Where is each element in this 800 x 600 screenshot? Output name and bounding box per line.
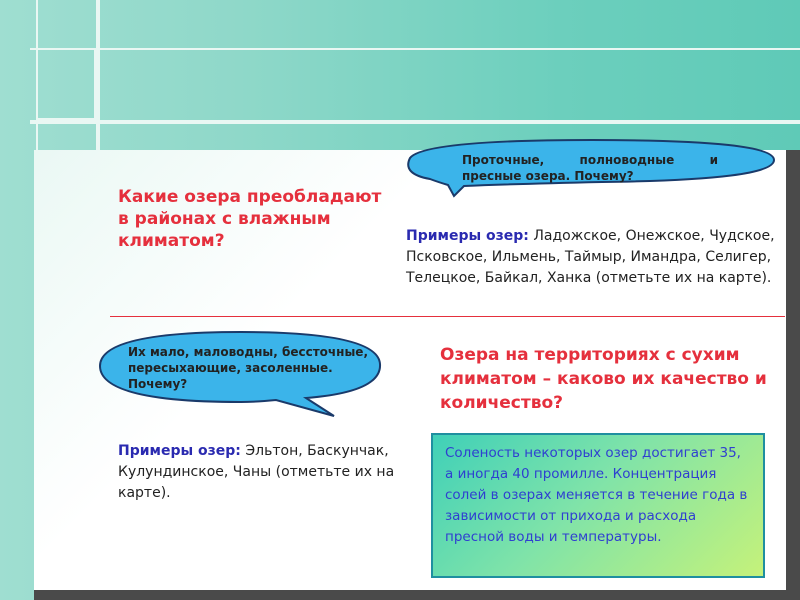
panel-shadow (34, 590, 800, 600)
examples-wet: Примеры озер: Ладожское, Онежское, Чудск… (406, 226, 778, 289)
salinity-info-box: Соленость некоторых озер достигает 35, а… (431, 433, 765, 578)
salinity-text: Соленость некоторых озер достигает 35, а… (445, 445, 748, 545)
bubble-text: Проточные, полноводные и пресные озера. … (462, 153, 718, 183)
bubble-text: Их мало, маловодны, бессточные, пересыха… (128, 345, 369, 391)
examples-list: Эльтон, Баскунчак, Кулундинское, Чаны (о… (118, 443, 395, 501)
examples-label: Примеры озер: (118, 443, 241, 459)
bubble-shape (407, 138, 776, 198)
examples-dry: Примеры озер: Эльтон, Баскунчак, Кулунди… (118, 441, 418, 504)
speech-bubble-dry: Их мало, маловодны, бессточные, пересыха… (96, 326, 386, 418)
decor-box (36, 48, 96, 120)
decor-line (30, 120, 800, 124)
bubble-shape (98, 330, 382, 417)
panel-shadow (786, 150, 800, 600)
question-wet-climate: Какие озера преобладают в районах с влаж… (118, 187, 382, 251)
decor-line (30, 48, 800, 50)
examples-list: Ладожское, Онежское, Чудское, Псковское,… (406, 228, 775, 286)
section-divider (110, 316, 785, 317)
examples-label: Примеры озер: (406, 228, 529, 244)
question-dry-climate: Озера на территориях с сухим климатом – … (440, 345, 767, 413)
speech-bubble-wet: Проточные, полноводные и пресные озера. … (402, 136, 782, 198)
